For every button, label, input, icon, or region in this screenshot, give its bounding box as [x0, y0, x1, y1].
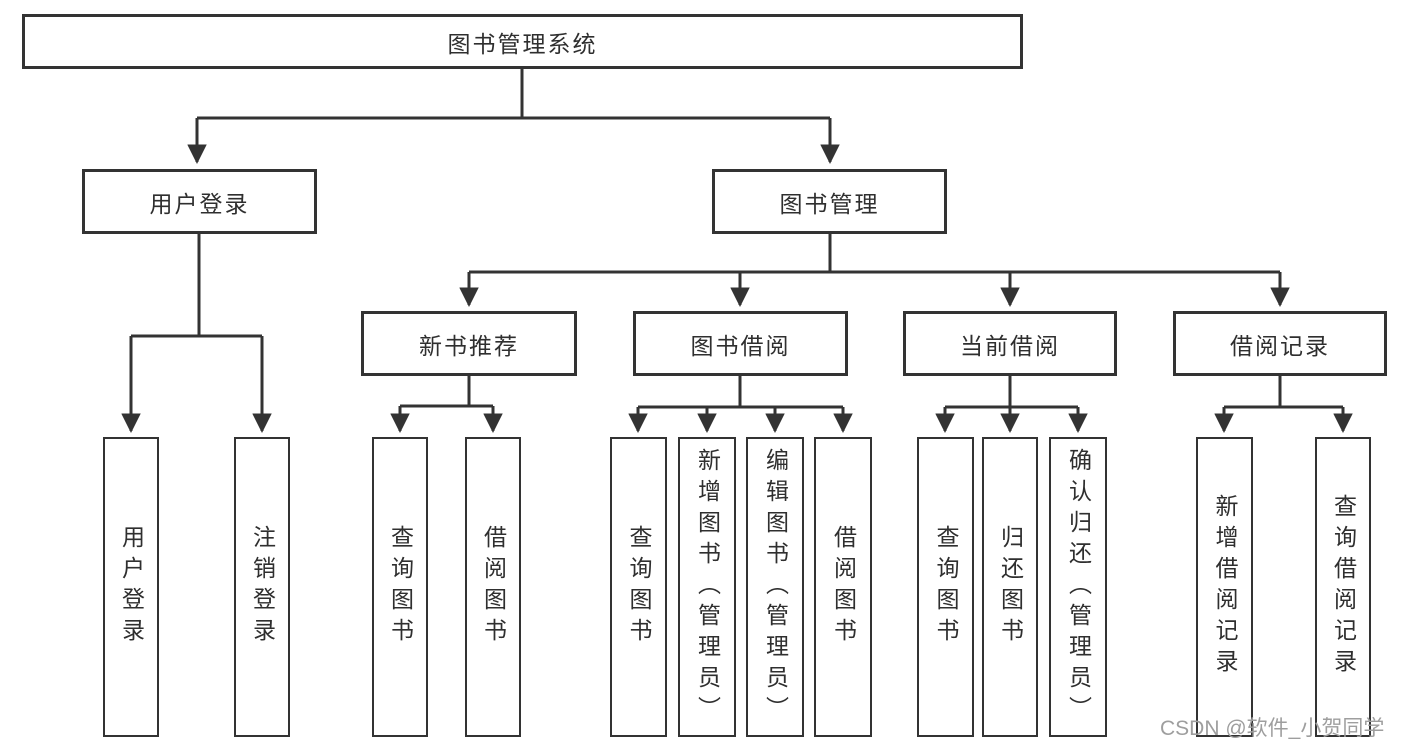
csdn-watermark: CSDN @软件_小贺同学 [1160, 717, 1385, 740]
leaf-return-book-label: 归还图书 [997, 525, 1024, 649]
leaf-borrow-edit-book: 编辑图书（管理员） [746, 437, 804, 737]
node-book-borrow: 图书借阅 [633, 311, 848, 376]
leaf-add-borrow-record: 新增借阅记录 [1196, 437, 1253, 737]
leaf-query-borrow-record: 查询借阅记录 [1315, 437, 1371, 737]
node-new-book-recommend-label: 新书推荐 [419, 332, 519, 359]
leaf-current-query: 查询图书 [917, 437, 974, 737]
leaf-confirm-return-label: 确认归还（管理员） [1065, 447, 1092, 727]
node-user-login: 用户登录 [82, 169, 317, 234]
node-book-management-label: 图书管理 [779, 190, 880, 217]
node-current-borrow: 当前借阅 [903, 311, 1117, 376]
leaf-logout: 注销登录 [234, 437, 290, 737]
node-borrow-records-label: 借阅记录 [1230, 332, 1330, 359]
node-user-login-label: 用户登录 [149, 190, 250, 217]
leaf-borrow-book-label: 借阅图书 [830, 525, 857, 649]
node-book-borrow-label: 图书借阅 [690, 332, 791, 359]
node-borrow-records: 借阅记录 [1173, 311, 1387, 376]
leaf-newbooks-borrow: 借阅图书 [465, 437, 521, 737]
leaf-borrow-add-book: 新增图书（管理员） [678, 437, 736, 737]
leaf-newbooks-query-label: 查询图书 [387, 525, 414, 649]
node-book-management: 图书管理 [712, 169, 947, 234]
leaf-confirm-return: 确认归还（管理员） [1049, 437, 1107, 737]
node-new-book-recommend: 新书推荐 [361, 311, 577, 376]
leaf-newbooks-query: 查询图书 [372, 437, 428, 737]
leaf-borrow-query-label: 查询图书 [626, 525, 652, 649]
leaf-user-login-label: 用户登录 [118, 525, 145, 649]
leaf-current-query-label: 查询图书 [933, 525, 959, 649]
leaf-borrow-book: 借阅图书 [814, 437, 872, 737]
leaf-newbooks-borrow-label: 借阅图书 [480, 525, 507, 649]
leaf-borrow-query: 查询图书 [610, 437, 667, 737]
leaf-borrow-edit-book-label: 编辑图书（管理员） [762, 447, 789, 727]
leaf-return-book: 归还图书 [982, 437, 1038, 737]
node-current-borrow-label: 当前借阅 [960, 332, 1060, 359]
node-root-label: 图书管理系统 [447, 30, 598, 57]
leaf-logout-label: 注销登录 [249, 525, 276, 649]
leaf-borrow-add-book-label: 新增图书（管理员） [694, 447, 721, 727]
leaf-add-borrow-record-label: 新增借阅记录 [1212, 494, 1238, 680]
leaf-user-login: 用户登录 [103, 437, 159, 737]
leaf-query-borrow-record-label: 查询借阅记录 [1330, 494, 1357, 680]
node-root: 图书管理系统 [22, 14, 1023, 69]
